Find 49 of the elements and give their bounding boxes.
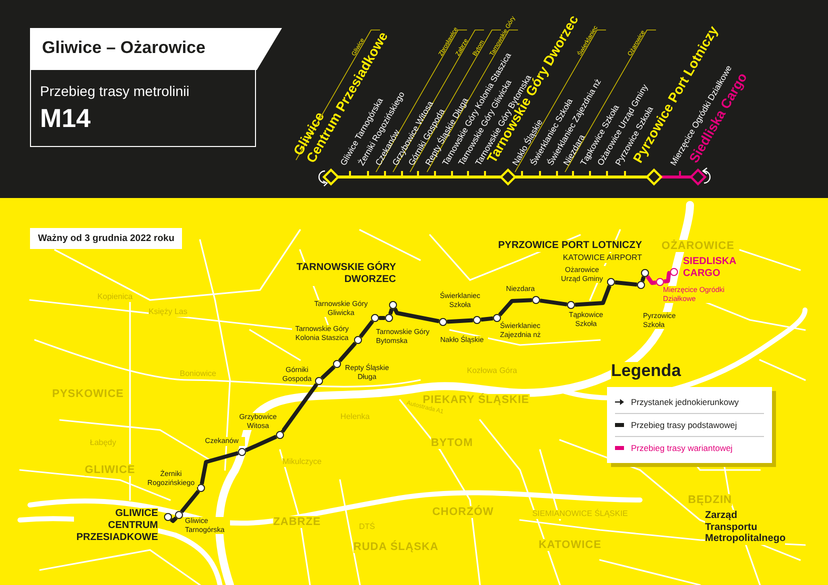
stop-marker (333, 360, 341, 368)
stop-marker (670, 268, 678, 276)
stop-marker (641, 269, 649, 277)
route-line (574, 285, 612, 307)
route-line (664, 271, 671, 284)
stop-marker (197, 484, 205, 492)
route-line (170, 516, 178, 523)
stop-marker (567, 301, 575, 309)
route-line (338, 342, 357, 362)
route-line (200, 451, 239, 484)
legend-text: Przebieg trasy wariantowej (631, 443, 733, 453)
route-line (320, 365, 336, 380)
stop-marker (164, 513, 172, 521)
route-line (379, 316, 385, 320)
stop-marker (656, 278, 664, 286)
route-line (388, 308, 394, 315)
route-line (358, 320, 374, 338)
route-line (393, 308, 440, 324)
stop-marker (354, 336, 362, 344)
route-line (180, 490, 200, 514)
route-line (244, 434, 278, 452)
route-line (280, 383, 318, 433)
validity-note: Ważny od 3 grudnia 2022 roku (30, 228, 182, 249)
stop-marker (439, 318, 447, 326)
organization-name: Zarząd Transportu Metropolitalnego (705, 510, 785, 544)
route-line (480, 316, 494, 322)
route-line (646, 275, 656, 285)
line-number: M14 (40, 104, 91, 133)
subtitle: Przebieg trasy metrolinii (40, 84, 190, 100)
legend-text: Przystanek jednokierunkowy (631, 397, 739, 407)
stop-marker (607, 278, 615, 286)
route-line (614, 280, 638, 287)
route-line (446, 318, 474, 324)
route-line (640, 276, 646, 282)
route-line (540, 298, 568, 306)
stop-marker (637, 281, 645, 289)
stop-marker (238, 448, 246, 456)
stop-marker (473, 316, 481, 324)
stop-marker (371, 314, 379, 322)
title-banner: Gliwice – Ożarowice (30, 28, 282, 70)
stop-marker (389, 301, 397, 309)
legend-text: Przebieg trasy podstawowej (631, 420, 737, 430)
stop-marker (385, 314, 393, 322)
legend-title: Legenda (611, 362, 681, 381)
stop-marker (276, 431, 284, 439)
stop-marker (532, 296, 540, 304)
stop-marker (315, 377, 323, 385)
stop-marker (493, 314, 501, 322)
route-line (498, 298, 532, 316)
